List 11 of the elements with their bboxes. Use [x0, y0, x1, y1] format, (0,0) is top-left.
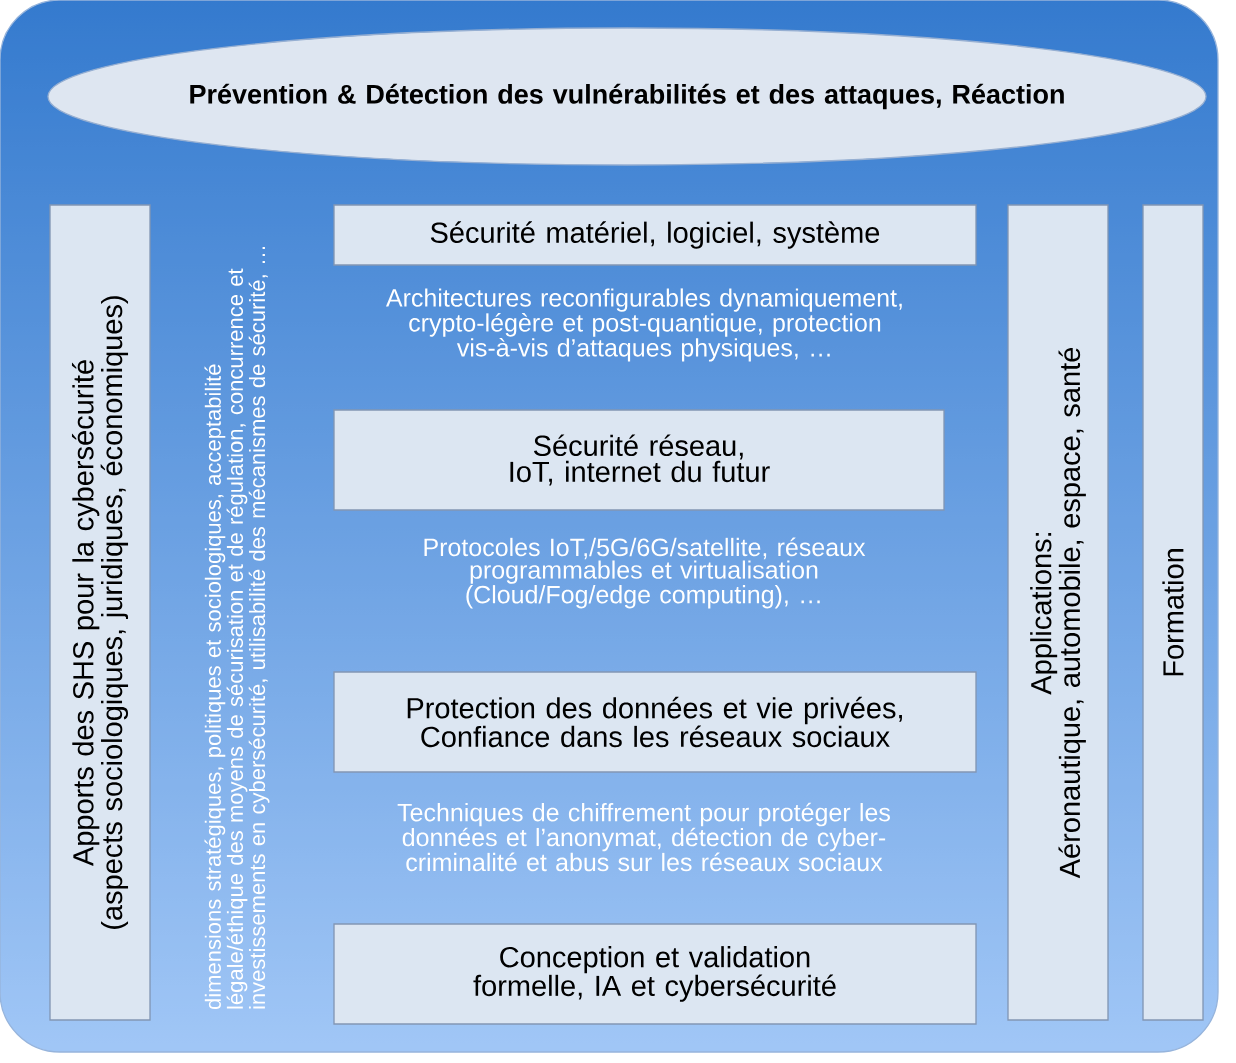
topic-box: Protection des données et vie privées, Confiance dans les réseaux sociaux: [333, 671, 977, 773]
description-text: Architectures reconfigurables dynamiquement, crypto-légère et post-quantique, protection vis-à-vis d’attaques physiques, …: [385, 288, 902, 362]
topic-box: Sécurité matériel, logiciel, système: [333, 204, 977, 266]
topic-box: Sécurité réseau, IoT, internet du futur: [333, 409, 945, 511]
topic-box: Applications: Aéronautique, automobile, espace, santé: [1007, 204, 1109, 1021]
description-text: dimensions stratégiques, politiques et sociologiques, acceptabilité légale/éthique des moyens de sécurisation et de régulation, concurrence et investissements en cybersécurité, utilisabilité des mécanismes de sécurité, …: [204, 247, 270, 1010]
topic-box: Formation: [1142, 204, 1204, 1021]
topic-box: Conception et validation formelle, IA et cybersécurité: [333, 923, 977, 1025]
description-text: Protocoles IoT,/5G/6G/satellite, réseaux programmables et virtualisation (Cloud/Fog/edge computing), …: [424, 537, 866, 609]
topic-box: Apports des SHS pour la cybersécurité (aspects sociologiques, juridiques, économiques): [49, 204, 151, 1021]
description-text: Techniques de chiffrement pour protéger les données et l’anonymat, détection de cyber-criminalité et abus sur les réseaux sociaux: [397, 802, 890, 872]
